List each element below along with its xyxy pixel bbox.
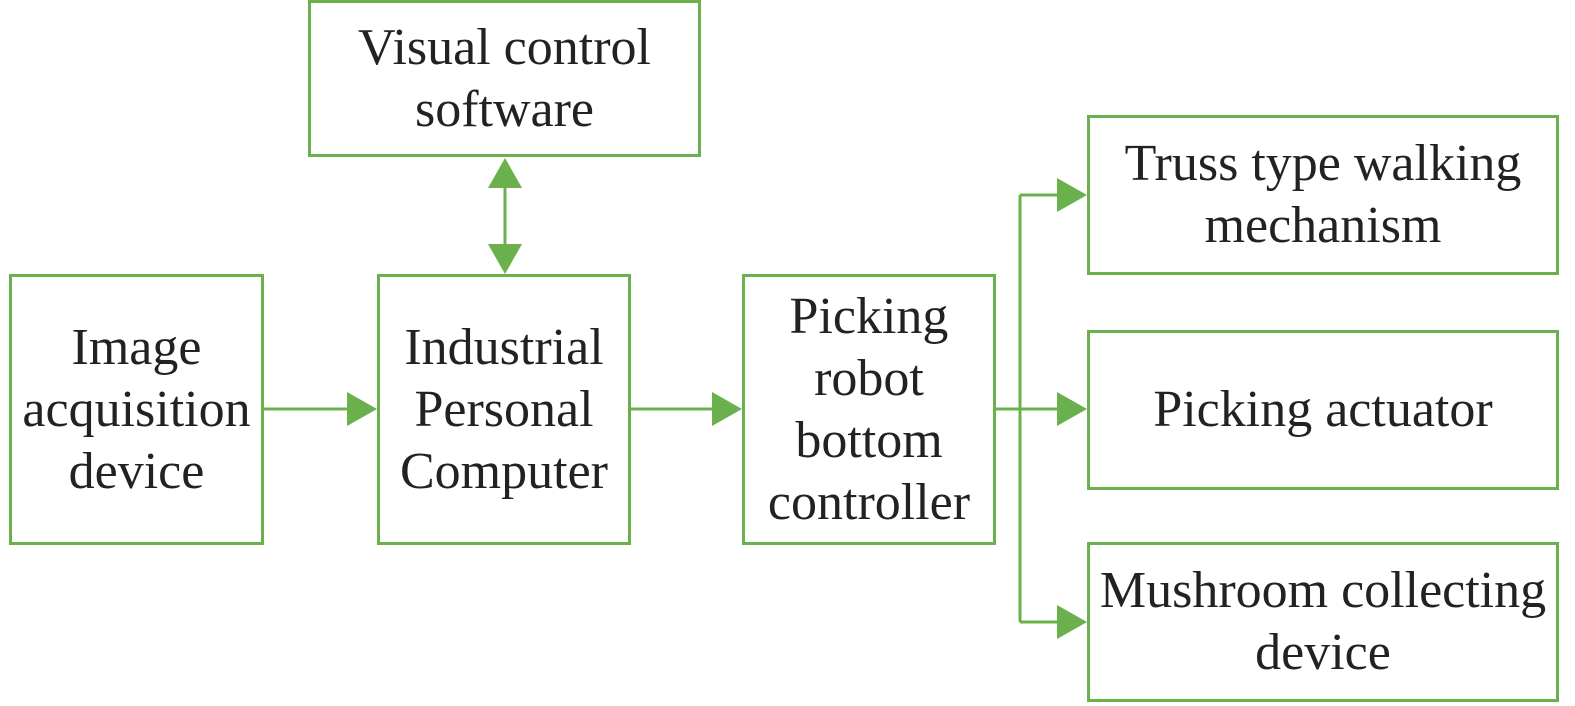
arrowhead-collecting bbox=[1057, 605, 1087, 639]
truss-type-walking-mechanism-label: Truss type walking mechanism bbox=[1124, 135, 1522, 254]
arrowhead-ipc-controller bbox=[712, 392, 742, 426]
truss-type-walking-mechanism-box: Truss type walking mechanism bbox=[1087, 115, 1559, 275]
mushroom-collecting-device-box: Mushroom collecting device bbox=[1087, 542, 1559, 702]
picking-robot-bottom-controller-label: Picking robot bottom controller bbox=[767, 287, 971, 531]
industrial-personal-computer-box: Industrial Personal Computer bbox=[377, 274, 631, 545]
picking-actuator-box: Picking actuator bbox=[1087, 330, 1559, 490]
picking-robot-bottom-controller-box: Picking robot bottom controller bbox=[742, 274, 996, 545]
visual-control-software-box: Visual control software bbox=[308, 0, 701, 157]
industrial-personal-computer-label: Industrial Personal Computer bbox=[400, 318, 608, 500]
picking-actuator-label: Picking actuator bbox=[1153, 381, 1493, 438]
visual-control-software-label: Visual control software bbox=[358, 18, 651, 138]
arrowhead-actuator bbox=[1057, 392, 1087, 426]
arrowhead-down bbox=[488, 244, 522, 274]
arrowhead-truss bbox=[1057, 178, 1087, 212]
image-acquisition-device-label: Image acquisition device bbox=[22, 318, 251, 500]
arrowhead-image-ipc bbox=[347, 392, 377, 426]
mushroom-collecting-device-label: Mushroom collecting device bbox=[1099, 562, 1547, 681]
arrowhead-up bbox=[488, 158, 522, 188]
image-acquisition-device-box: Image acquisition device bbox=[9, 274, 264, 545]
